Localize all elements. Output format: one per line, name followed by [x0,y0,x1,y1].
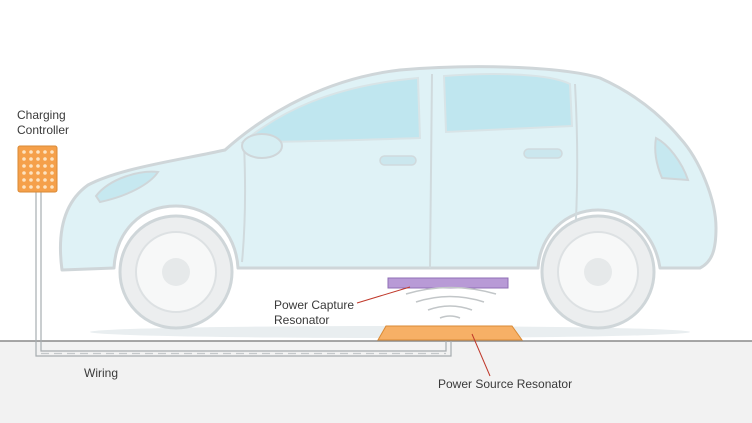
power-source-resonator [377,325,523,341]
label-charging-controller-1: Charging [17,108,66,122]
label-power-source: Power Source Resonator [438,377,573,391]
capture-leader-line [356,286,411,304]
door-handle-rear [523,148,563,159]
label-power-capture-2: Resonator [274,313,330,327]
label-wiring: Wiring [84,366,119,380]
headlight [94,170,160,204]
tail-light [654,136,690,182]
label-charging-controller-2: Controller [17,123,70,137]
wiring [35,192,452,357]
side-mirror [241,133,283,159]
wireless-waves-icon [405,286,497,319]
label-power-capture-1: Power Capture [274,298,355,312]
door-handle-front [379,155,417,166]
power-capture-resonator [387,277,509,289]
front-wheel [118,214,234,330]
rear-wheel [540,214,656,330]
ground [0,341,752,423]
car-icon [58,65,718,338]
front-window [240,76,422,144]
rear-window [442,73,574,134]
charging-controller-icon [17,145,58,193]
source-leader-line [471,333,491,377]
